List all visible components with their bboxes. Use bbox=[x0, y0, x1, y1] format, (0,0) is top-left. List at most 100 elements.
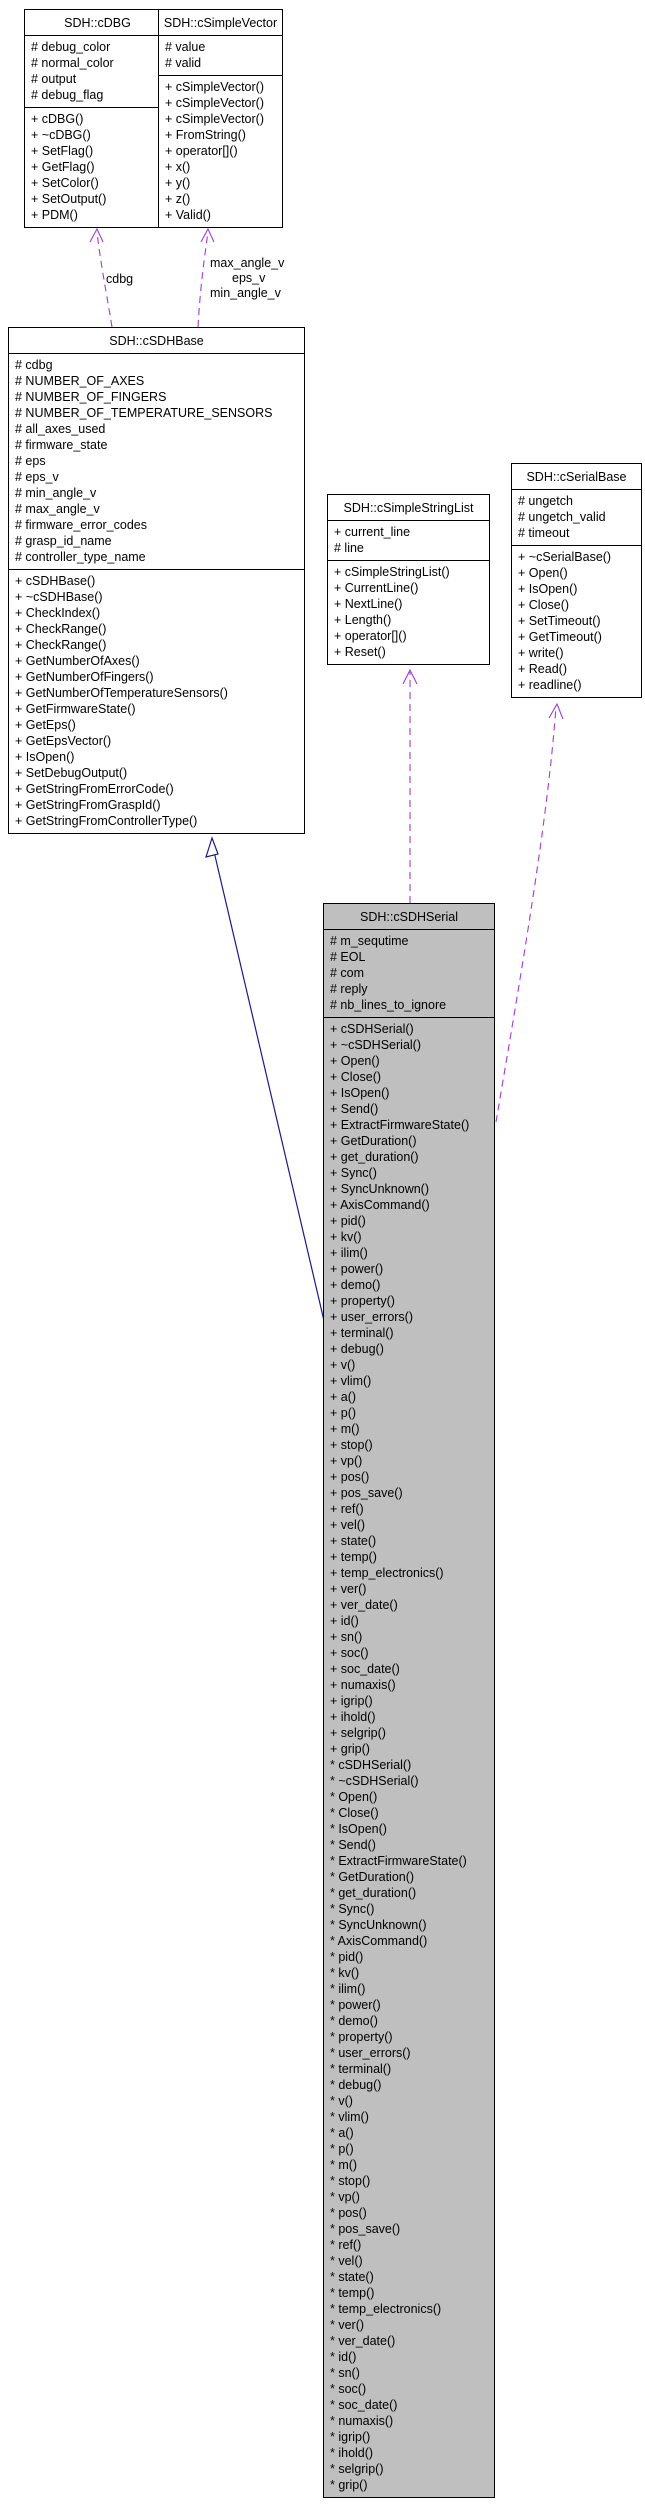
operation-item: * temp() bbox=[330, 2286, 375, 2300]
operation-item: + GetEpsVector() bbox=[15, 734, 112, 748]
class-box-csimplevector[interactable]: SDH::cSimpleVector# value# valid+ cSimpl… bbox=[158, 9, 283, 228]
operation-item: + GetStringFromErrorCode() bbox=[15, 782, 174, 796]
operation-item: + GetStringFromGraspId() bbox=[15, 798, 161, 812]
operation-item: * grip() bbox=[330, 2478, 368, 2492]
attributes-section: # cdbg# NUMBER_OF_AXES# NUMBER_OF_FINGER… bbox=[9, 354, 304, 570]
operation-item: * igrip() bbox=[330, 2430, 371, 2444]
operation-item: + a() bbox=[330, 1390, 357, 1404]
edge-label-eps-v: eps_v bbox=[232, 271, 266, 285]
operation-item: * soc() bbox=[330, 2382, 367, 2396]
attribute-item: + current_line bbox=[334, 525, 411, 539]
operation-item: + get_duration() bbox=[330, 1150, 419, 1164]
operations-section: + ~cSerialBase()+ Open()+ IsOpen()+ Clos… bbox=[512, 546, 641, 697]
attribute-item: # grasp_id_name bbox=[15, 534, 112, 548]
usage-edge-serialbase bbox=[495, 705, 557, 1123]
attributes-section: # debug_color# normal_color# output# deb… bbox=[25, 36, 170, 108]
operation-item: + ihold() bbox=[330, 1710, 376, 1724]
operation-item: * soc_date() bbox=[330, 2398, 398, 2412]
operation-item: * id() bbox=[330, 2350, 357, 2364]
operation-item: + Sync() bbox=[330, 1166, 377, 1180]
operation-item: + temp_electronics() bbox=[330, 1566, 444, 1580]
class-name: SDH::cSimpleStringList bbox=[328, 495, 489, 521]
operation-item: + soc() bbox=[330, 1646, 369, 1660]
operation-item: * user_errors() bbox=[330, 2046, 411, 2060]
operation-item: + Length() bbox=[334, 613, 392, 627]
attribute-item: # m_sequtime bbox=[330, 934, 409, 948]
operation-item: + ~cSDHSerial() bbox=[330, 1038, 421, 1052]
operation-item: + ~cDBG() bbox=[31, 128, 91, 142]
operation-item: + p() bbox=[330, 1406, 357, 1420]
attribute-item: # valid bbox=[165, 56, 202, 70]
attribute-item: # normal_color bbox=[31, 56, 114, 70]
edge-label-max-angle-v: max_angle_v bbox=[210, 256, 285, 270]
operation-item: * ver() bbox=[330, 2318, 365, 2332]
attribute-item: # min_angle_v bbox=[15, 486, 97, 500]
operation-item: * ~cSDHSerial() bbox=[330, 1774, 419, 1788]
attribute-item: # NUMBER_OF_TEMPERATURE_SENSORS bbox=[15, 406, 273, 420]
class-box-cdbg[interactable]: SDH::cDBG# debug_color# normal_color# ou… bbox=[24, 9, 171, 228]
class-box-csimplestringlist[interactable]: SDH::cSimpleStringList+ current_line# li… bbox=[327, 494, 490, 665]
operation-item: * temp_electronics() bbox=[330, 2302, 442, 2316]
operation-item: + temp() bbox=[330, 1550, 377, 1564]
operation-item: * demo() bbox=[330, 2014, 378, 2028]
operation-item: + IsOpen() bbox=[330, 1086, 390, 1100]
attributes-section: + current_line# line bbox=[328, 521, 489, 561]
operation-item: + Read() bbox=[518, 662, 567, 676]
usage-arrowhead-stringlist bbox=[402, 668, 418, 685]
class-box-cserialbase[interactable]: SDH::cSerialBase# ungetch# ungetch_valid… bbox=[511, 463, 642, 698]
attribute-item: # eps bbox=[15, 454, 46, 468]
attribute-item: # timeout bbox=[518, 526, 570, 540]
operation-item: + kv() bbox=[330, 1230, 362, 1244]
operation-item: * stop() bbox=[330, 2174, 371, 2188]
operation-item: + PDM() bbox=[31, 208, 78, 222]
operation-item: * Send() bbox=[330, 1838, 376, 1852]
operation-item: + CurrentLine() bbox=[334, 581, 419, 595]
operation-item: + SetOutput() bbox=[31, 192, 107, 206]
operation-item: * Sync() bbox=[330, 1902, 375, 1916]
class-box-csdhserial[interactable]: SDH::cSDHSerial# m_sequtime# EOL# com# r… bbox=[323, 903, 495, 2498]
operation-item: + CheckIndex() bbox=[15, 606, 101, 620]
operation-item: + v() bbox=[330, 1358, 356, 1372]
operation-item: * ref() bbox=[330, 2238, 362, 2252]
operation-item: + SetColor() bbox=[31, 176, 99, 190]
operation-item: + cDBG() bbox=[31, 112, 84, 126]
operation-item: + IsOpen() bbox=[518, 582, 578, 596]
operation-item: + vlim() bbox=[330, 1374, 372, 1388]
operation-item: + SetTimeout() bbox=[518, 614, 601, 628]
operation-item: + grip() bbox=[330, 1742, 370, 1756]
operation-item: + CheckRange() bbox=[15, 638, 107, 652]
operation-item: * p() bbox=[330, 2142, 354, 2156]
operation-item: + cSDHSerial() bbox=[330, 1022, 414, 1036]
usage-arrowhead-vector bbox=[200, 227, 215, 243]
operation-item: + ~cSDHBase() bbox=[15, 590, 103, 604]
operation-item: + ver() bbox=[330, 1582, 367, 1596]
operation-item: + operator[]() bbox=[334, 629, 407, 643]
class-box-csdhbase[interactable]: SDH::cSDHBase# cdbg# NUMBER_OF_AXES# NUM… bbox=[8, 327, 305, 834]
class-name: SDH::cSimpleVector bbox=[159, 10, 282, 36]
attribute-item: # controller_type_name bbox=[15, 550, 146, 564]
class-name: SDH::cSDHBase bbox=[9, 328, 304, 354]
operation-item: + m() bbox=[330, 1422, 360, 1436]
operation-item: * vlim() bbox=[330, 2110, 369, 2124]
operation-item: + debug() bbox=[330, 1342, 384, 1356]
operation-item: + ilim() bbox=[330, 1246, 368, 1260]
operation-item: + numaxis() bbox=[330, 1678, 396, 1692]
attribute-item: # ungetch_valid bbox=[518, 510, 606, 524]
operation-item: * state() bbox=[330, 2270, 374, 2284]
attribute-item: # value bbox=[165, 40, 206, 54]
class-name: SDH::cSerialBase bbox=[512, 464, 641, 490]
attribute-item: # all_axes_used bbox=[15, 422, 106, 436]
operation-item: + Reset() bbox=[334, 645, 386, 659]
operation-item: + SetDebugOutput() bbox=[15, 766, 128, 780]
operation-item: + GetFirmwareState() bbox=[15, 702, 136, 716]
operation-item: * cSDHSerial() bbox=[330, 1758, 412, 1772]
operation-item: + cSimpleVector() bbox=[165, 112, 264, 126]
operation-item: + id() bbox=[330, 1614, 359, 1628]
operation-item: + vp() bbox=[330, 1454, 363, 1468]
operation-item: + operator[]() bbox=[165, 144, 238, 158]
operation-item: + cSimpleVector() bbox=[165, 80, 264, 94]
operations-section: + cDBG()+ ~cDBG()+ SetFlag()+ GetFlag()+… bbox=[25, 108, 170, 227]
operation-item: * pid() bbox=[330, 1950, 364, 1964]
operation-item: + soc_date() bbox=[330, 1662, 400, 1676]
